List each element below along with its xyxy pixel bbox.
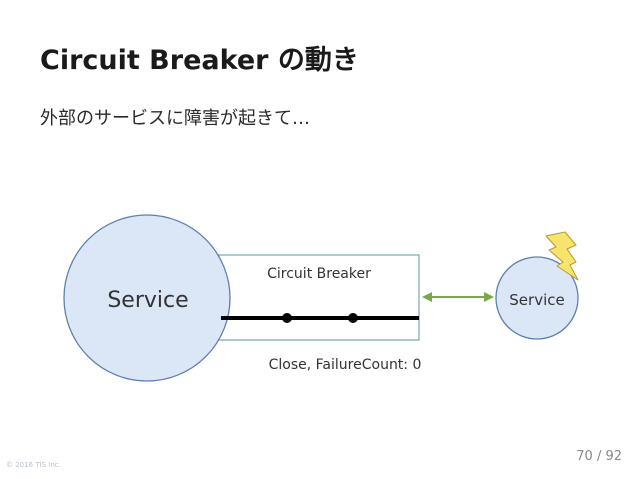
circuit-breaker-label: Circuit Breaker	[267, 266, 371, 282]
slide-subtitle: 外部のサービスに障害が起きて…	[40, 108, 310, 129]
lightning-icon	[545, 231, 579, 281]
slide-title: Circuit Breaker の動き	[40, 45, 359, 76]
breaker-state-label: Close, FailureCount: 0	[269, 357, 422, 373]
switch-contact-left	[282, 313, 292, 323]
right-service-circle	[495, 256, 579, 340]
left-service-circle	[63, 214, 231, 382]
right-service-label: Service	[509, 291, 564, 309]
circuit-breaker-box	[218, 254, 420, 341]
copyright-notice: © 2016 TIS Inc.	[6, 461, 61, 469]
switch-contact-right	[348, 313, 358, 323]
page-number: 70 / 92	[576, 449, 622, 464]
connection-arrow	[422, 292, 494, 302]
left-service-label: Service	[107, 288, 188, 313]
